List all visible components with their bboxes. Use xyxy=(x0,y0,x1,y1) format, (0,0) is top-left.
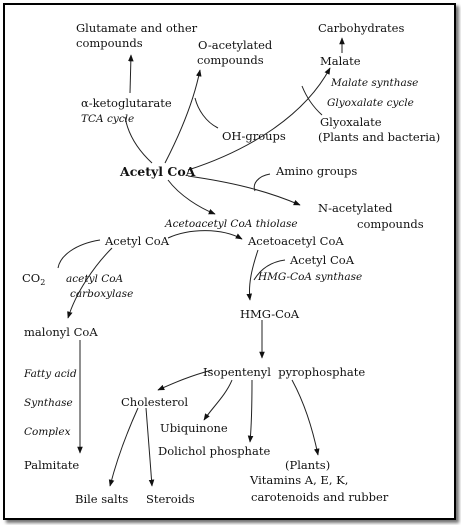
edge-isopentenyl-to-plants xyxy=(291,379,320,456)
label-acetoacetyl-thiolase: Acetoacetyl CoA thiolase xyxy=(164,218,298,230)
label-carotenoids: carotenoids and rubber xyxy=(251,490,389,504)
edge-acetoacetyl-to-hmgcoa xyxy=(246,249,259,301)
label-plants: (Plants) xyxy=(285,458,330,472)
edge-aminogroups-join xyxy=(253,173,271,192)
edge-acetylcoa-right-join xyxy=(253,259,286,281)
edge-ketoglutarate-to-glutamate xyxy=(128,54,134,94)
edge-acetylcoa-to-thiolase xyxy=(167,179,216,215)
diagram-frame xyxy=(3,3,456,520)
edge-ohgroups-join xyxy=(194,97,219,129)
edge-isopentenyl-to-cholesterol xyxy=(157,369,213,391)
edge-acetylcoa-to-ketoglutarate xyxy=(124,116,153,164)
label-hmg-coa-synthase: HMG-CoA synthase xyxy=(257,271,362,283)
edge-glyoxalate-join xyxy=(301,85,323,116)
label-acetyl-coa-right: Acetyl CoA xyxy=(289,253,355,267)
label-glyoxalate: Glyoxalate xyxy=(320,115,382,129)
label-synthase: Synthase xyxy=(24,397,73,409)
edge-isopentenyl-to-dolichol xyxy=(247,379,254,443)
edge-isopentenyl-to-ubiquinone xyxy=(203,379,233,421)
edge-acetylcoa-to-nacetylated xyxy=(187,175,301,206)
label-palmitate: Palmitate xyxy=(24,458,79,472)
edge-acetylcoa-to-acetoacetyl xyxy=(167,230,243,240)
label-alpha-ketoglutarate: α-ketoglutarate xyxy=(81,96,172,110)
label-oacetylated-line2: compounds xyxy=(197,53,264,67)
label-acetoacetyl-coa: Acetoacetyl CoA xyxy=(247,234,344,248)
label-glutamate-line2: compounds xyxy=(76,36,143,50)
label-isopentenyl: Isopentenyl pyrophosphate xyxy=(203,365,365,379)
label-ubiquinone: Ubiquinone xyxy=(160,421,228,435)
label-malate: Malate xyxy=(320,54,361,68)
edge-cholesterol-to-bilesalts xyxy=(108,407,139,487)
edge-acetylcoa-to-oacetylated xyxy=(164,69,202,164)
label-tca-cycle: TCA cycle xyxy=(81,113,134,125)
label-nacetylated-line2: compounds xyxy=(357,217,424,231)
label-plants-bacteria: (Plants and bacteria) xyxy=(318,130,440,144)
label-bile-salts: Bile salts xyxy=(75,492,128,506)
edges xyxy=(57,37,345,487)
label-co2: CO2 xyxy=(22,271,45,287)
label-glutamate-line1: Glutamate and other xyxy=(76,21,198,35)
label-carbohydrates: Carbohydrates xyxy=(318,21,404,35)
label-carboxylase-line2: carboxylase xyxy=(70,288,133,300)
label-vitamins: Vitamins A, E, K, xyxy=(249,473,348,487)
edge-acetylcoa-to-malonyl xyxy=(67,247,113,319)
label-steroids: Steroids xyxy=(146,492,195,506)
label-oh-groups: OH-groups xyxy=(222,129,286,143)
edge-acetylcoa-to-malate xyxy=(187,67,331,171)
label-malate-synthase: Malate synthase xyxy=(330,77,418,89)
label-cholesterol: Cholesterol xyxy=(121,395,188,409)
label-acetyl-coa-main: Acetyl CoA xyxy=(119,164,196,179)
label-complex: Complex xyxy=(24,426,71,438)
label-glyoxalate-cycle: Glyoxalate cycle xyxy=(327,97,414,109)
edge-cholesterol-to-steroids xyxy=(145,407,155,487)
label-malonyl-coa: malonyl CoA xyxy=(24,325,98,339)
label-amino-groups: Amino groups xyxy=(275,164,357,178)
label-dolichol: Dolichol phosphate xyxy=(158,444,270,458)
label-acetyl-coa-left: Acetyl CoA xyxy=(104,234,170,248)
label-nacetylated-line1: N-acetylated xyxy=(318,201,393,215)
labels: Glutamate and other compounds O-acetylat… xyxy=(22,21,440,506)
label-hmg-coa: HMG-CoA xyxy=(240,307,300,321)
edge-carboxylase-curve xyxy=(57,239,101,269)
label-carboxylase-line1: acetyl CoA xyxy=(66,273,124,285)
label-fatty-acid: Fatty acid xyxy=(23,368,77,380)
label-oacetylated-line1: O-acetylated xyxy=(198,38,273,52)
